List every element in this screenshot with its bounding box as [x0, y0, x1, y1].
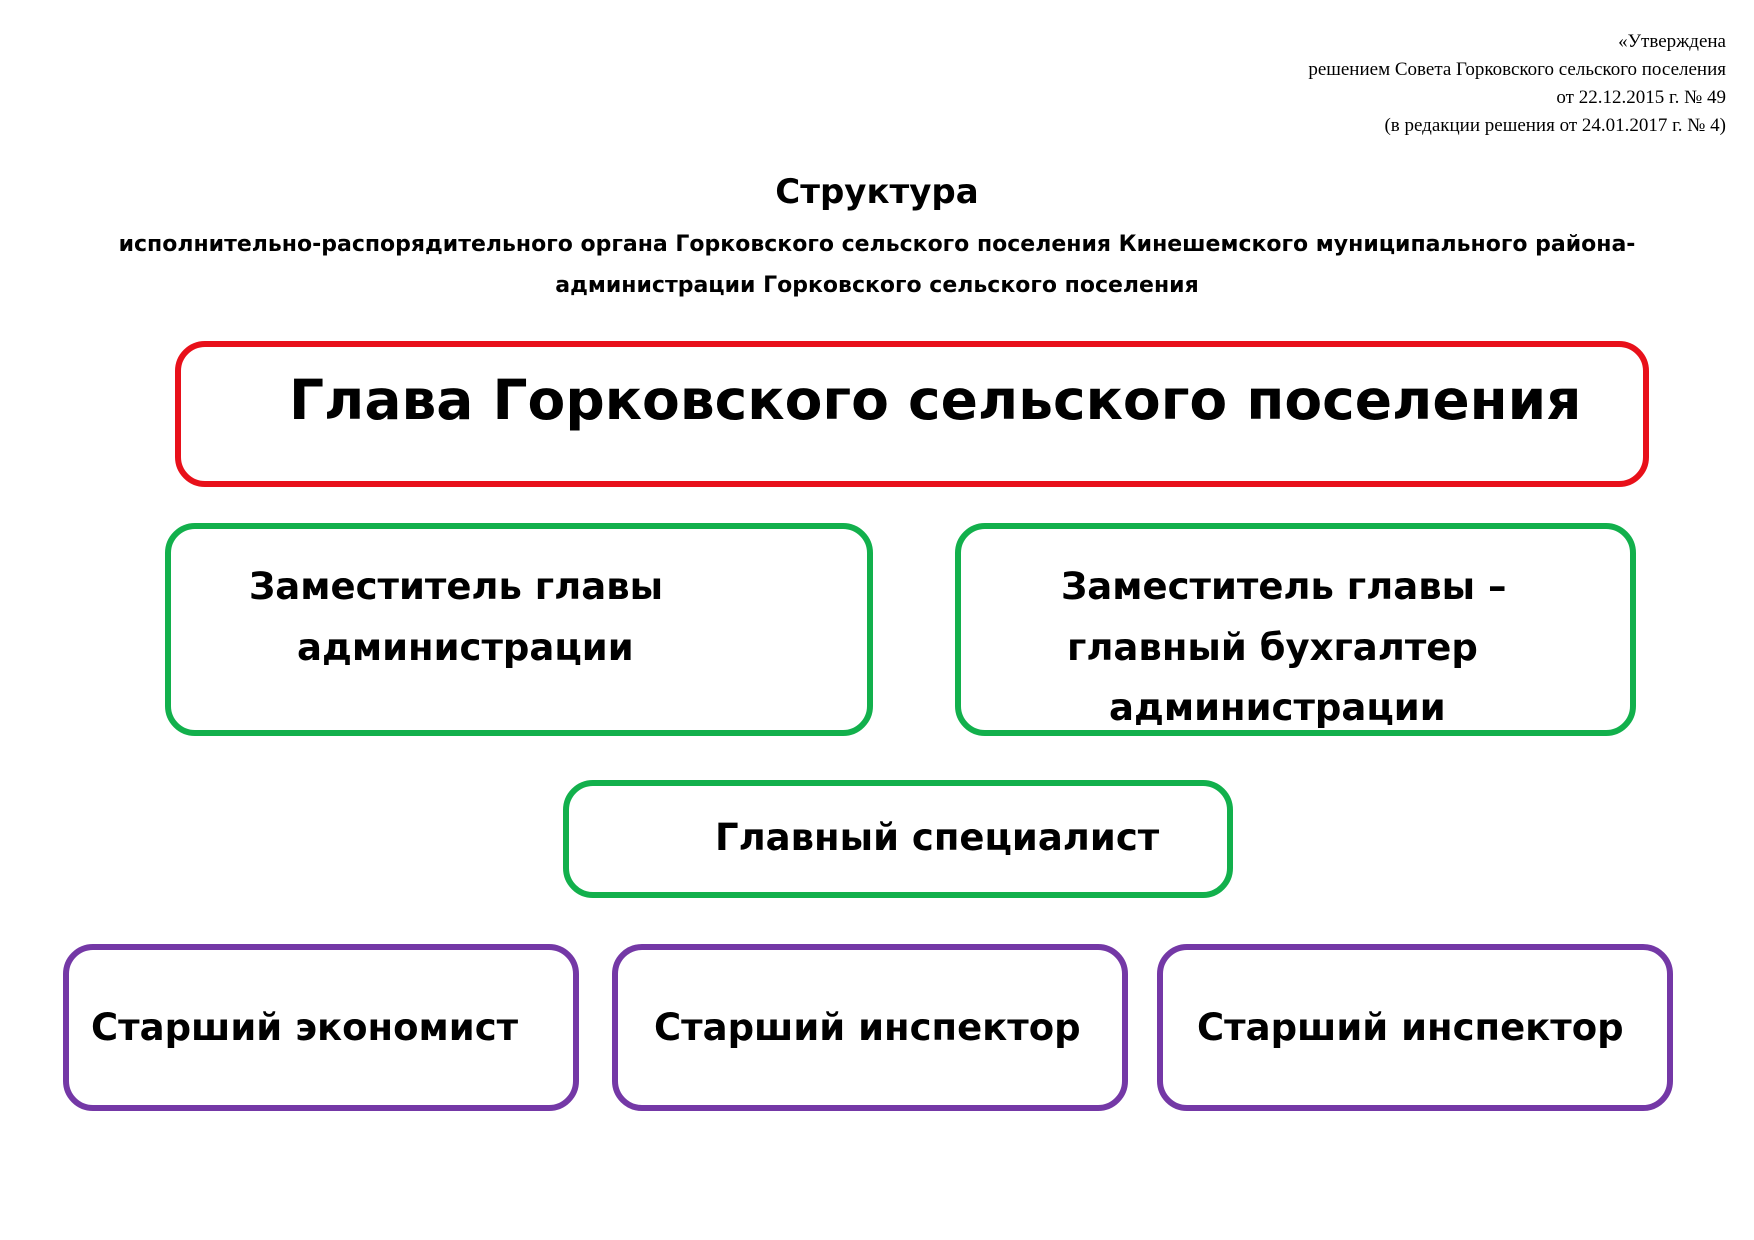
box-senior-inspector-1-label: Старший инспектор	[654, 1006, 1081, 1049]
box-senior-economist-label: Старший экономист	[91, 1006, 519, 1049]
box-deputy-line-1: Заместитель главы	[249, 565, 664, 608]
approval-line-2: решением Совета Горковского сельского по…	[1308, 59, 1726, 80]
box-head-label: Глава Горковского сельского поселения	[289, 368, 1582, 432]
box-senior-economist: Старший экономист	[63, 944, 579, 1111]
box-deputy-line-2: администрации	[297, 626, 634, 669]
box-deputy-accountant-line-1: Заместитель главы –	[1061, 565, 1507, 608]
box-deputy-accountant-line-3: администрации	[1109, 686, 1446, 729]
page-subtitle-line-2: администрации Горковского сельского посе…	[555, 273, 1199, 298]
box-senior-inspector-1: Старший инспектор	[612, 944, 1128, 1111]
box-chief-specialist: Главный специалист	[563, 780, 1233, 898]
box-senior-inspector-2: Старший инспектор	[1157, 944, 1673, 1111]
approval-note: «Утверждена решением Совета Горковского …	[1308, 28, 1726, 140]
box-head: Глава Горковского сельского поселения	[175, 341, 1649, 487]
box-deputy-accountant: Заместитель главы – главный бухгалтер ад…	[955, 523, 1636, 736]
approval-line-1: «Утверждена	[1618, 31, 1726, 52]
box-senior-inspector-2-label: Старший инспектор	[1197, 1006, 1624, 1049]
approval-line-3: от 22.12.2015 г. № 49	[1556, 87, 1726, 108]
page-title: Структура	[775, 172, 979, 212]
page-subtitle-line-1: исполнительно-распорядительного органа Г…	[118, 232, 1636, 257]
box-chief-specialist-label: Главный специалист	[715, 816, 1160, 859]
box-deputy: Заместитель главы администрации	[165, 523, 873, 736]
approval-line-4: (в редакции решения от 24.01.2017 г. № 4…	[1384, 115, 1726, 136]
box-deputy-accountant-line-2: главный бухгалтер	[1067, 626, 1478, 669]
